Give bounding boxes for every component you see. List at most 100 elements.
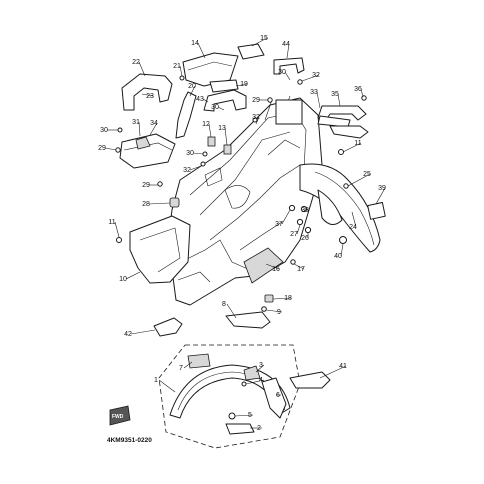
callout-32: 32 (252, 114, 260, 121)
callout-18: 18 (284, 295, 292, 302)
leader-line-42 (130, 329, 156, 335)
callout-43: 43 (196, 96, 204, 103)
callout-12: 12 (202, 121, 210, 128)
pad-3 (243, 365, 261, 381)
pad-39 (367, 201, 386, 220)
callout-27: 27 (290, 231, 298, 238)
callout-23: 23 (146, 93, 154, 100)
leader-line-8 (226, 303, 237, 319)
washer-26 (304, 226, 312, 234)
clip-12 (207, 136, 216, 147)
callout-7: 7 (179, 365, 183, 372)
leader-line-17 (293, 263, 305, 270)
clip-18 (264, 294, 274, 303)
callout-35: 35 (331, 91, 339, 98)
leader-line-4 (245, 379, 265, 385)
leader-line-20 (189, 85, 196, 97)
callout-6: 6 (276, 392, 280, 399)
side-cover-right (299, 163, 381, 253)
leader-line-33 (316, 91, 321, 109)
bolt-17 (290, 259, 296, 265)
leader-line-9 (265, 309, 283, 313)
bolt-9 (261, 306, 267, 312)
callout-1: 1 (154, 377, 158, 384)
leader-line-24 (351, 211, 357, 228)
callout-8: 8 (222, 301, 226, 308)
callout-29: 29 (252, 97, 260, 104)
washer-4 (241, 381, 247, 387)
callout-40: 40 (334, 253, 342, 260)
strap-43 (203, 89, 247, 112)
grab-handle-22 (121, 73, 173, 111)
box-34 (119, 133, 176, 169)
leader-line-27 (296, 224, 301, 235)
callout-5: 5 (248, 412, 252, 419)
bolt-29c (157, 181, 163, 187)
callout-20: 20 (188, 83, 196, 90)
leader-line-30 (284, 71, 291, 81)
leader-line-28 (148, 202, 171, 205)
bolt-21 (179, 75, 185, 81)
callout-30: 30 (278, 69, 286, 76)
leader-line-37 (281, 209, 291, 225)
leader-line-22 (138, 61, 146, 77)
callout-21: 21 (173, 63, 181, 70)
leader-line-3 (255, 364, 265, 373)
nut-5 (228, 412, 236, 420)
bracket-32 (329, 125, 369, 139)
callout-10: 10 (119, 276, 127, 283)
callout-2: 2 (257, 425, 261, 432)
callout-4: 4 (259, 377, 263, 384)
tail-cover-left (129, 215, 191, 284)
leader-line-21 (179, 65, 183, 77)
callout-13: 13 (218, 125, 226, 132)
bolt-11b (116, 237, 122, 243)
leader-line-23 (141, 93, 154, 97)
grommet-28 (169, 197, 180, 208)
fender-stay-8 (225, 311, 271, 329)
bolt-32a (297, 79, 303, 85)
leader-line-29 (104, 147, 117, 151)
drawing-code: 4KM9351-0220 (107, 437, 152, 444)
leader-line-39 (375, 187, 386, 205)
leader-line-14 (197, 42, 206, 59)
bolt-29a (267, 97, 273, 103)
leader-line-30 (217, 106, 225, 111)
leader-line-19 (235, 83, 248, 87)
callout-29: 29 (142, 182, 150, 189)
protector-6 (261, 377, 287, 419)
callout-39: 39 (378, 185, 386, 192)
callout-3: 3 (259, 362, 263, 369)
washer-37 (288, 204, 296, 212)
callout-28: 28 (142, 201, 150, 208)
strip-19 (209, 79, 239, 93)
plate-33 (317, 115, 351, 128)
leader-line-15 (251, 37, 268, 47)
reflector-plate (243, 247, 284, 284)
stay-20 (175, 91, 197, 139)
callout-38: 38 (301, 207, 309, 214)
callout-31: 31 (132, 119, 140, 126)
leader-line-18 (272, 297, 292, 300)
callout-11: 11 (108, 219, 115, 226)
callout-30: 30 (186, 150, 194, 157)
bolt-30b (202, 151, 208, 157)
plate-15 (237, 43, 265, 60)
callout-11: 11 (354, 140, 361, 147)
callout-32: 32 (183, 167, 191, 174)
leader-line-10 (125, 271, 141, 280)
bolt-29b (115, 147, 121, 153)
bracket-44 (273, 57, 305, 75)
nut-40 (339, 236, 347, 244)
fender-stay-42 (153, 317, 183, 337)
callout-25: 25 (363, 171, 371, 178)
seal-7 (187, 353, 211, 369)
fwd-label: FWD (112, 414, 124, 420)
leader-line-36 (360, 88, 364, 98)
leader-line-30 (192, 152, 204, 155)
leader-line-12 (208, 123, 212, 138)
bolt-30a (117, 127, 123, 133)
leader-line-40 (340, 243, 344, 257)
callout-15: 15 (260, 35, 268, 42)
